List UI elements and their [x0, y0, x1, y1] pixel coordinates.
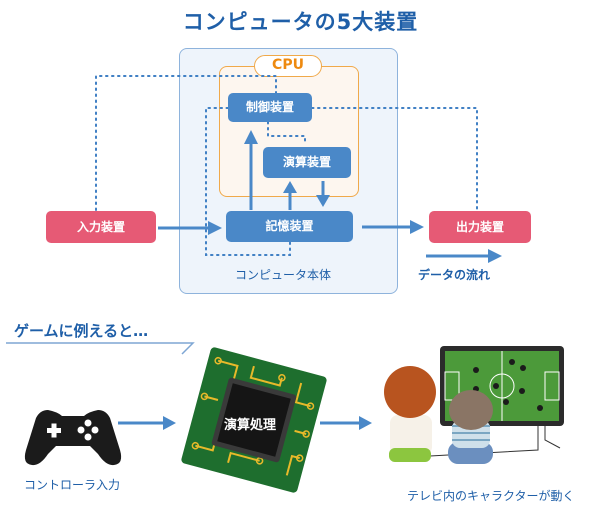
children-illustration — [384, 366, 493, 464]
tv-icon — [429, 346, 564, 457]
controller-caption: コントローラ入力 — [24, 478, 121, 492]
control-line-output — [311, 107, 478, 211]
control-line-memory — [205, 107, 291, 256]
cpu-chip-icon — [181, 347, 327, 493]
output-unit-box: 出力装置 — [429, 211, 531, 243]
control-unit-box: 制御装置 — [228, 93, 312, 122]
control-line-arithmetic — [267, 121, 306, 144]
control-line-input — [95, 75, 277, 211]
memory-unit-box: 記憶装置 — [226, 211, 353, 242]
arithmetic-unit-box: 演算装置 — [263, 147, 351, 178]
page-title: コンピュータの5大装置 — [182, 10, 419, 34]
example-heading: ゲームに例えると… — [14, 322, 149, 340]
input-unit-box: 入力装置 — [46, 211, 156, 243]
cpu-label: CPU — [254, 55, 322, 77]
tv-caption: テレビ内のキャラクターが動く — [407, 489, 575, 503]
gamepad-icon — [24, 410, 122, 466]
chip-label: 演算処理 — [224, 418, 277, 433]
legend-data-flow-label: データの流れ — [418, 268, 491, 282]
computer-body-label: コンピュータ本体 — [235, 268, 332, 282]
